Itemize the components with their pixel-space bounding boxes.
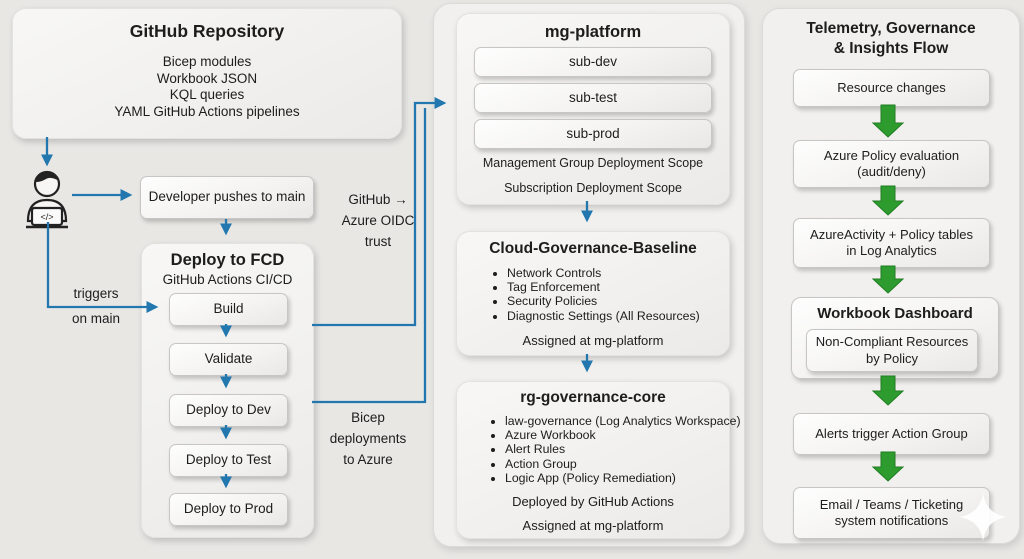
telemetry-title-line: Telemetry, Governance <box>806 20 976 37</box>
mg-outer-panel: mg-platform sub-dev sub-test sub-prod Ma… <box>433 3 745 547</box>
repo-item: Workbook JSON <box>156 70 258 86</box>
sub-test-label: sub-test <box>568 89 618 105</box>
sub-prod-label: sub-prod <box>566 125 620 141</box>
developer-push-label: Developer pushes to main <box>148 189 306 205</box>
bicep-line: Bicep <box>351 410 385 425</box>
rg-bullet: Action Group <box>505 457 741 471</box>
log-analytics-tables-line: AzureActivity + Policy tables <box>810 226 973 242</box>
baseline-bullet: Security Policies <box>507 294 700 308</box>
policy-evaluation-line: Azure Policy evaluation <box>823 147 960 163</box>
triggers-label-line2: on main <box>71 311 121 326</box>
rg-caption-1: Deployed by GitHub Actions <box>512 494 674 509</box>
noncompliant-line: by Policy <box>865 350 919 366</box>
sub-dev-box: sub-dev <box>474 47 712 77</box>
step-deploy-dev-box: Deploy to Dev <box>169 394 288 427</box>
developer-push-box: Developer pushes to main <box>140 176 314 219</box>
baseline-title: Cloud-Governance-Baseline <box>489 240 697 257</box>
resource-changes-box: Resource changes <box>793 69 990 107</box>
code-glyph: </> <box>40 212 53 222</box>
deploy-fcd-card: Deploy to FCD GitHub Actions CI/CD Build… <box>141 243 314 538</box>
baseline-caption: Assigned at mg-platform <box>522 333 664 348</box>
baseline-bullet: Tag Enforcement <box>507 280 700 294</box>
resource-changes-label: Resource changes <box>837 79 946 95</box>
deploy-fcd-subtitle: GitHub Actions CI/CD <box>162 272 293 287</box>
step-deploy-prod-label: Deploy to Prod <box>183 501 274 517</box>
noncompliant-resources-box: Non-Compliant Resources by Policy <box>806 329 978 372</box>
bicep-line: deployments <box>329 431 407 446</box>
oidc-trust-label: GitHub → Azure OIDC trust <box>332 189 424 252</box>
policy-evaluation-line: (audit/deny) <box>857 164 926 179</box>
repo-item: YAML GitHub Actions pipelines <box>114 103 300 119</box>
rg-caption-2: Assigned at mg-platform <box>522 518 664 533</box>
deploy-fcd-title: Deploy to FCD <box>170 251 285 269</box>
log-analytics-tables-box: AzureActivity + Policy tables in Log Ana… <box>793 218 990 268</box>
notifications-box: Email / Teams / Ticketing system notific… <box>793 487 990 539</box>
telemetry-title: Telemetry, Governance & Insights Flow <box>763 19 1019 59</box>
baseline-bullet: Diagnostic Settings (All Resources) <box>507 309 700 323</box>
sub-dev-label: sub-dev <box>568 53 618 69</box>
notifications-line: system notifications <box>834 513 949 528</box>
rg-bullet: Alert Rules <box>505 442 741 456</box>
sub-prod-box: sub-prod <box>474 119 712 149</box>
rg-title: rg-governance-core <box>520 389 666 406</box>
workbook-dashboard-title: Workbook Dashboard <box>817 305 973 322</box>
mg-platform-title: mg-platform <box>544 23 642 41</box>
sparkle-logo-icon <box>958 492 1008 542</box>
step-deploy-dev-label: Deploy to Dev <box>186 402 271 418</box>
bicep-deployments-label: Bicep deployments to Azure <box>320 407 416 470</box>
connector-bicep-to-mg <box>312 108 427 404</box>
step-build-label: Build <box>213 301 244 317</box>
telemetry-title-line: & Insights Flow <box>833 40 949 57</box>
policy-evaluation-box: Azure Policy evaluation (audit/deny) <box>793 140 990 188</box>
step-deploy-test-box: Deploy to Test <box>169 444 288 477</box>
oidc-line: trust <box>364 234 392 249</box>
rg-bullet: law-governance (Log Analytics Workspace) <box>505 414 741 428</box>
repo-item: KQL queries <box>169 87 245 102</box>
alerts-action-group-label: Alerts trigger Action Group <box>815 425 968 441</box>
rg-bullet: Logic App (Policy Remediation) <box>505 471 741 485</box>
step-deploy-test-label: Deploy to Test <box>185 452 272 468</box>
rg-governance-core-card: rg-governance-core law-governance (Log A… <box>456 381 741 539</box>
log-analytics-tables-line: in Log Analytics <box>846 243 937 258</box>
baseline-bullet: Network Controls <box>507 266 700 280</box>
step-build-box: Build <box>169 293 288 326</box>
step-deploy-prod-box: Deploy to Prod <box>169 493 288 526</box>
noncompliant-line: Non-Compliant Resources <box>815 334 969 350</box>
mg-scope-caption-1: Management Group Deployment Scope <box>482 156 704 170</box>
oidc-line: GitHub → <box>348 192 408 207</box>
mg-platform-card: mg-platform sub-dev sub-test sub-prod Ma… <box>456 13 730 205</box>
github-repository-card: GitHub Repository Bicep modules Workbook… <box>12 8 402 139</box>
sub-test-box: sub-test <box>474 83 712 113</box>
oidc-line: Azure OIDC <box>341 213 415 228</box>
workbook-dashboard-card: Workbook Dashboard Non-Compliant Resourc… <box>791 297 999 379</box>
alerts-action-group-box: Alerts trigger Action Group <box>793 413 990 455</box>
step-validate-label: Validate <box>204 351 253 367</box>
mg-scope-caption-2: Subscription Deployment Scope <box>504 181 682 195</box>
github-repository-title: GitHub Repository <box>129 21 285 41</box>
cloud-governance-baseline-card: Cloud-Governance-Baseline Network Contro… <box>456 231 730 356</box>
telemetry-panel: Telemetry, Governance & Insights Flow Re… <box>762 8 1020 544</box>
repo-item: Bicep modules <box>162 54 252 69</box>
triggers-label-line1: triggers <box>73 286 119 301</box>
step-validate-box: Validate <box>169 343 288 376</box>
bicep-line: to Azure <box>343 452 393 467</box>
notifications-line: Email / Teams / Ticketing <box>819 496 964 512</box>
rg-bullet: Azure Workbook <box>505 428 741 442</box>
developer-icon: </> <box>17 169 77 231</box>
